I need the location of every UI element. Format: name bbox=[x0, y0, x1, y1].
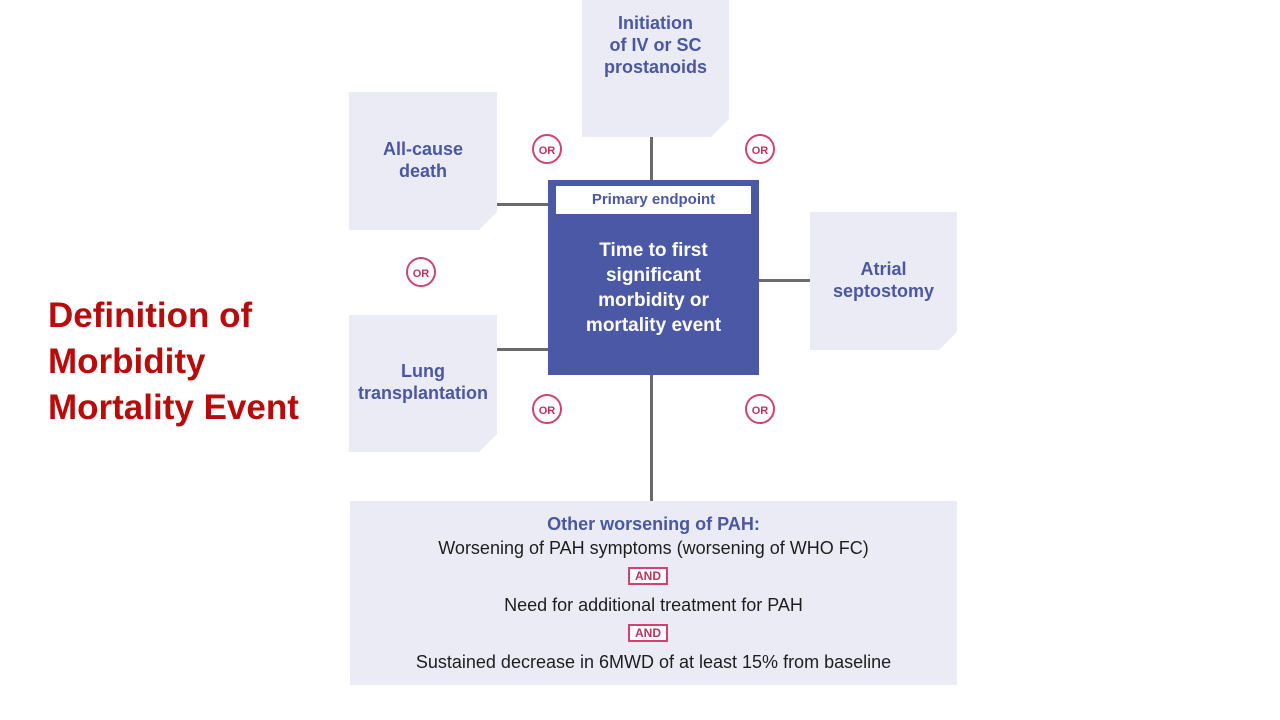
prostanoids-line-3: prostanoids bbox=[603, 56, 707, 77]
slide-title: Definition of Morbidity Mortality Event bbox=[48, 293, 348, 431]
6mwd-decrease-text: Sustained decrease in 6MWD of at least 1… bbox=[415, 652, 892, 672]
connector-left-upper bbox=[497, 203, 549, 206]
connector-top bbox=[650, 137, 653, 181]
death-line-1: All-cause bbox=[382, 138, 464, 159]
title-line-1: Definition of bbox=[48, 296, 253, 335]
primary-line-3: morbidity or bbox=[598, 290, 709, 311]
event-box-death: All-cause death bbox=[349, 92, 497, 230]
prostanoids-line-1: Initiation bbox=[618, 12, 693, 33]
or-badge-left: OR bbox=[406, 257, 436, 287]
primary-endpoint-label: Primary endpoint bbox=[556, 186, 751, 214]
septostomy-line-2: septostomy bbox=[832, 281, 935, 301]
prostanoids-line-2: of IV or SC bbox=[609, 34, 702, 55]
and-badge-1: AND bbox=[628, 567, 668, 585]
worsening-symptoms-text: Worsening of PAH symptoms (worsening of … bbox=[438, 538, 869, 558]
event-box-septostomy: Atrial septostomy bbox=[810, 212, 957, 350]
primary-line-1: Time to first bbox=[599, 240, 708, 261]
event-box-prostanoids: Initiation of IV or SC prostanoids bbox=[582, 0, 729, 137]
or-badge-top-right: OR bbox=[745, 134, 775, 164]
death-line-2: death bbox=[398, 160, 447, 181]
connector-bottom bbox=[650, 374, 653, 501]
primary-endpoint-text: Time to first significant morbidity or m… bbox=[548, 238, 759, 338]
connector-left-lower bbox=[497, 348, 549, 351]
event-box-transplant: Lung transplantation bbox=[349, 315, 497, 452]
transplant-line-2: transplantation bbox=[357, 383, 488, 403]
other-worsening-heading: Other worsening of PAH: bbox=[547, 514, 760, 534]
primary-endpoint-box: Primary endpoint Time to first significa… bbox=[548, 180, 759, 375]
septostomy-line-1: Atrial bbox=[860, 259, 907, 279]
connector-right bbox=[758, 279, 810, 282]
title-line-3: Mortality Event bbox=[48, 388, 299, 427]
title-line-2: Morbidity bbox=[48, 342, 206, 381]
transplant-line-1: Lung bbox=[401, 361, 445, 381]
or-badge-bottom-left: OR bbox=[532, 394, 562, 424]
primary-line-4: mortality event bbox=[585, 315, 722, 336]
additional-treatment-text: Need for additional treatment for PAH bbox=[504, 595, 803, 615]
or-badge-top-left: OR bbox=[532, 134, 562, 164]
other-worsening-box: Other worsening of PAH: Worsening of PAH… bbox=[350, 501, 957, 685]
or-badge-bottom-right: OR bbox=[745, 394, 775, 424]
and-badge-2: AND bbox=[628, 624, 668, 642]
primary-line-2: significant bbox=[605, 265, 701, 286]
